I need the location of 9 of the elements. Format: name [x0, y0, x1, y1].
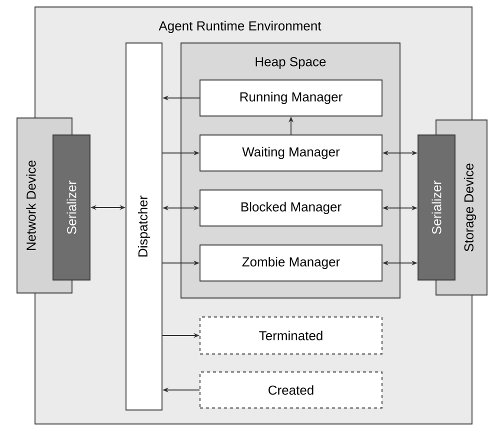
- serializer-bar: Serializer: [52, 134, 90, 280]
- serializer-bar: Serializer: [418, 134, 456, 280]
- manager-box: Running Manager: [200, 80, 382, 116]
- dispatcher-bar: Dispatcher: [126, 42, 162, 410]
- manager-box: Zombie Manager: [200, 244, 382, 282]
- manager-box: Waiting Manager: [200, 134, 382, 172]
- state-box: Terminated: [200, 316, 382, 354]
- state-box: Created: [200, 372, 382, 408]
- manager-box: Blocked Manager: [200, 190, 382, 226]
